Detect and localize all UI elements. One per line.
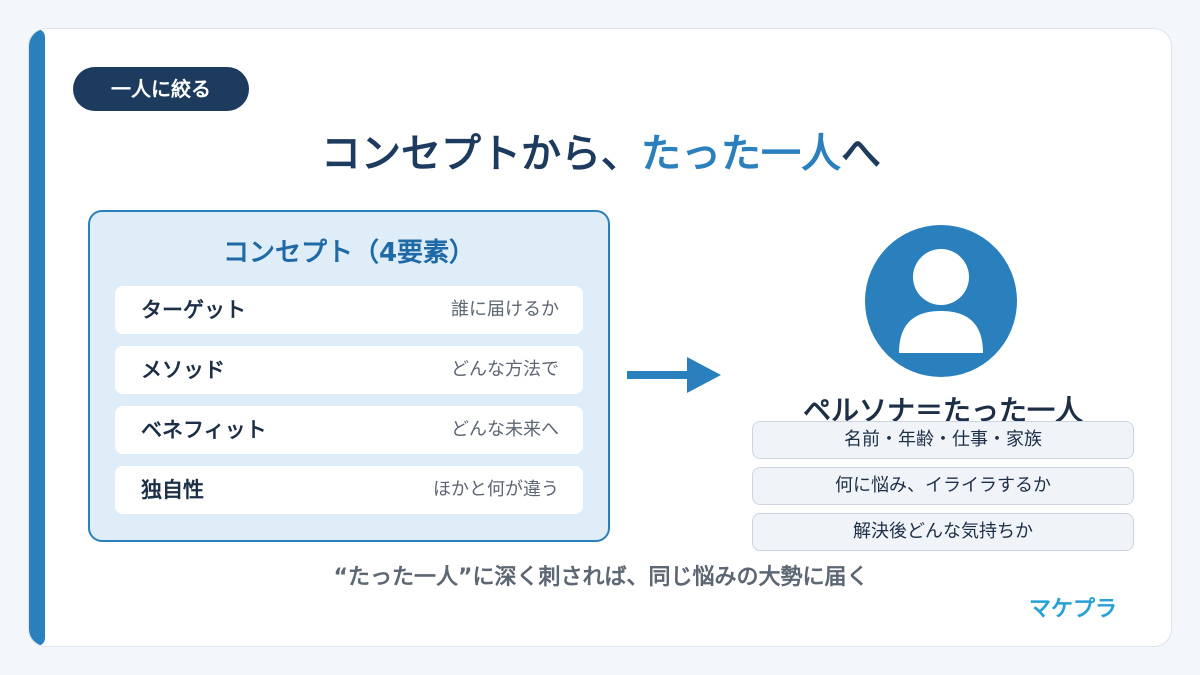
title-main: コンセプトから、	[321, 131, 641, 177]
brand-logo: マケプラ	[1028, 597, 1117, 622]
slide-card: 一人に絞る コンセプトから、たった一人へ コンセプト（4要素） ターゲット 誰に…	[28, 28, 1172, 647]
section-tag: 一人に絞る	[73, 67, 249, 111]
concept-panel: コンセプト（4要素） ターゲット 誰に届けるか メソッド どんな方法で ベネフィ…	[88, 210, 610, 542]
accent-bar	[29, 29, 45, 646]
title-highlight: たった一人	[641, 131, 841, 177]
concept-desc: どんな未来へ	[451, 419, 559, 440]
arrow-right-icon	[627, 357, 721, 393]
concept-row-uniqueness: 独自性 ほかと何が違う	[115, 466, 583, 514]
concept-desc: 誰に届けるか	[451, 299, 559, 320]
concept-label: 独自性	[141, 478, 204, 502]
concept-row-benefit: ベネフィット どんな未来へ	[115, 406, 583, 454]
concept-label: ベネフィット	[141, 418, 267, 442]
persona-item: 何に悩み、イライラするか	[752, 467, 1134, 505]
concept-label: ターゲット	[141, 298, 246, 322]
persona-item: 解決後どんな気持ちか	[752, 513, 1134, 551]
concept-label: メソッド	[141, 358, 225, 382]
concept-row-target: ターゲット 誰に届けるか	[115, 286, 583, 334]
person-icon	[865, 225, 1017, 377]
slide-title: コンセプトから、たった一人へ	[29, 121, 1171, 179]
concept-row-method: メソッド どんな方法で	[115, 346, 583, 394]
concept-desc: ほかと何が違う	[433, 479, 559, 500]
persona-item: 名前・年齢・仕事・家族	[752, 421, 1134, 459]
title-end: へ	[841, 131, 881, 177]
concept-desc: どんな方法で	[451, 359, 559, 380]
footer-message: “たった一人”に深く刺されば、同じ悩みの大勢に届く	[333, 565, 869, 590]
concept-title: コンセプト（4要素）	[222, 238, 476, 268]
